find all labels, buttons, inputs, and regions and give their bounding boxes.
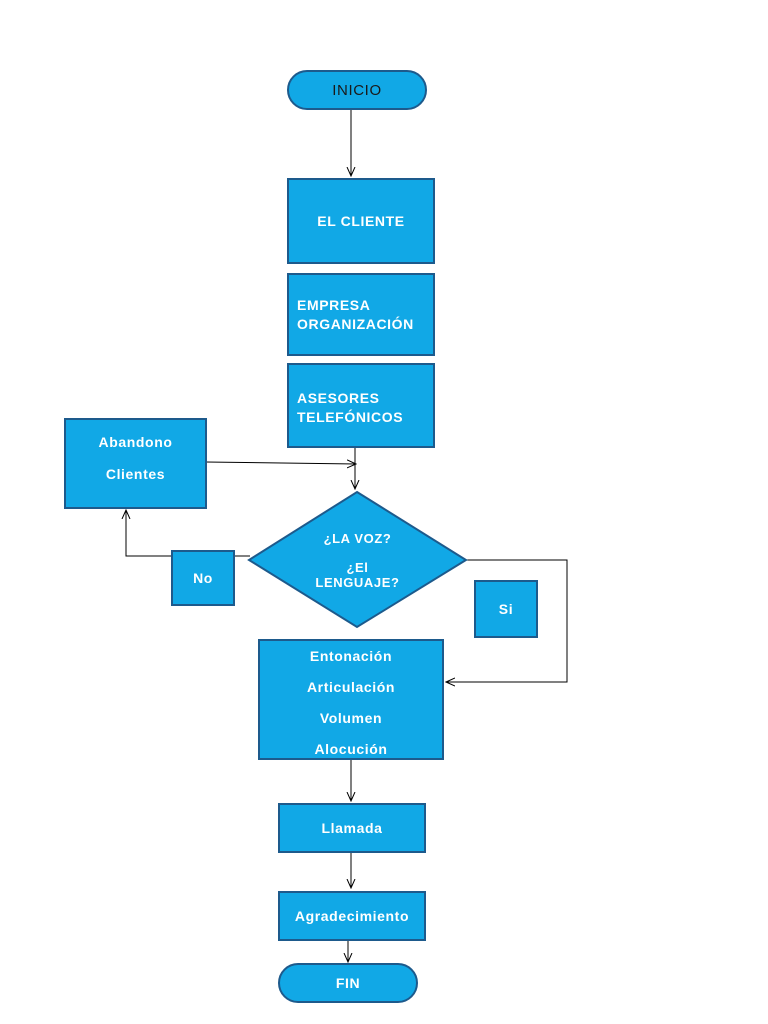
- quality-alocucion: Alocución: [314, 741, 388, 757]
- quality-entonacion: Entonación: [309, 648, 393, 664]
- step-abandono: Abandono Clientes: [64, 418, 207, 509]
- quality-articulacion: Articulación: [306, 679, 396, 695]
- step-asesores: ASESORES TELEFÓNICOS: [287, 363, 435, 448]
- quality-volumen: Volumen: [319, 710, 383, 726]
- decision-diamond: [247, 490, 468, 629]
- step-llamada-label: Llamada: [321, 820, 383, 836]
- step-agradecimiento-label: Agradecimiento: [294, 908, 410, 924]
- step-empresa-line2: ORGANIZACIÓN: [297, 315, 414, 332]
- start-label: INICIO: [332, 81, 382, 99]
- start-terminal: INICIO: [287, 70, 427, 110]
- step-asesores-line2: TELEFÓNICOS: [297, 409, 404, 425]
- step-agradecimiento: Agradecimiento: [278, 891, 426, 941]
- step-qualities: Entonación Articulación Volumen Alocució…: [258, 639, 444, 760]
- no-label: No: [193, 570, 213, 586]
- step-empresa: EMPRESA ORGANIZACIÓN: [287, 273, 435, 356]
- decision-question1: ¿LA VOZ?: [323, 531, 392, 546]
- step-abandono-line2: Clientes: [105, 466, 166, 482]
- yes-label-box: Si: [474, 580, 538, 638]
- end-label: FIN: [335, 975, 361, 991]
- no-label-box: No: [171, 550, 235, 606]
- step-cliente-label: EL CLIENTE: [317, 213, 405, 229]
- decision-text: ¿LA VOZ? ¿El LENGUAJE?: [285, 531, 430, 590]
- step-empresa-line1: EMPRESA: [297, 296, 371, 313]
- step-abandono-line1: Abandono: [98, 434, 173, 450]
- yes-label: Si: [498, 601, 514, 617]
- step-llamada: Llamada: [278, 803, 426, 853]
- step-cliente: EL CLIENTE: [287, 178, 435, 264]
- decision-question2-line2: LENGUAJE?: [315, 575, 400, 590]
- step-asesores-line1: ASESORES: [297, 390, 380, 406]
- arrow-si-qualities: [446, 559, 568, 682]
- decision-question2-line1: ¿El: [346, 560, 369, 575]
- arrow-abandono-flow: [205, 462, 356, 464]
- end-terminal: FIN: [278, 963, 418, 1003]
